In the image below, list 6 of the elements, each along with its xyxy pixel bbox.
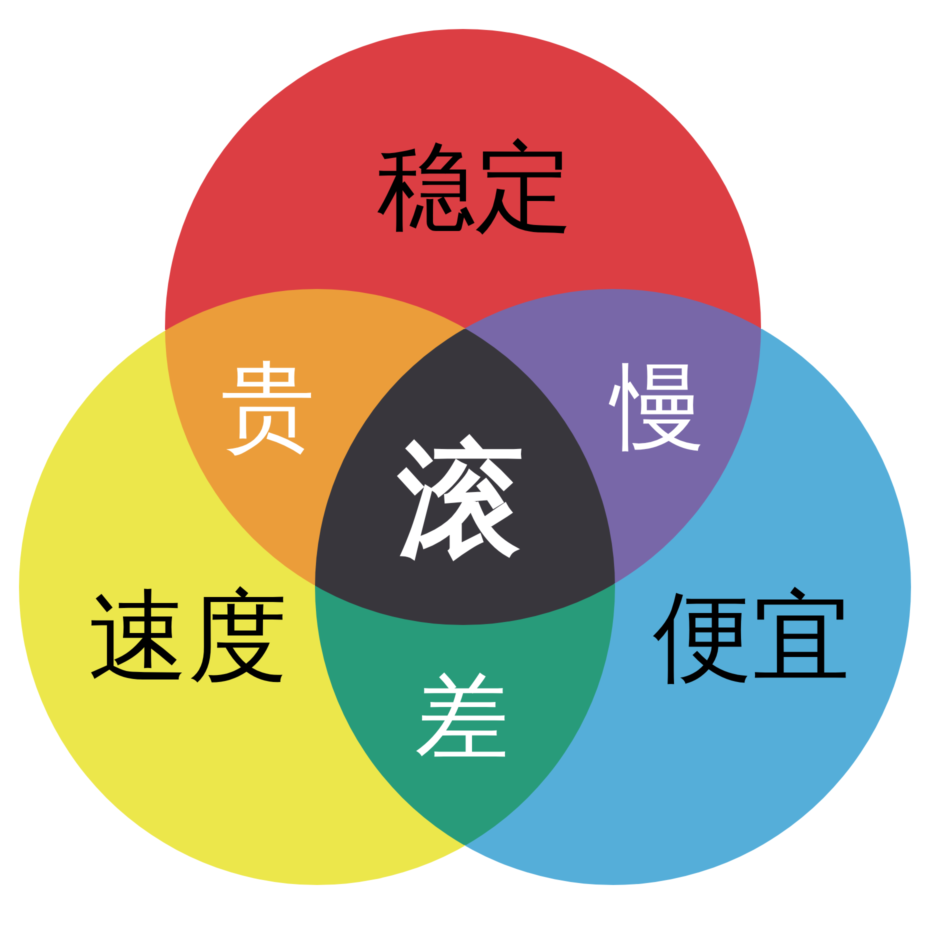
circle-label: 稳定 bbox=[377, 139, 573, 237]
circle-label: 速度 bbox=[88, 587, 288, 687]
circle-label: 便宜 bbox=[653, 588, 851, 686]
overlap-label: 差 bbox=[415, 671, 509, 765]
overlap-label: 慢 bbox=[611, 361, 705, 455]
overlap-label: 贵 bbox=[221, 361, 315, 455]
